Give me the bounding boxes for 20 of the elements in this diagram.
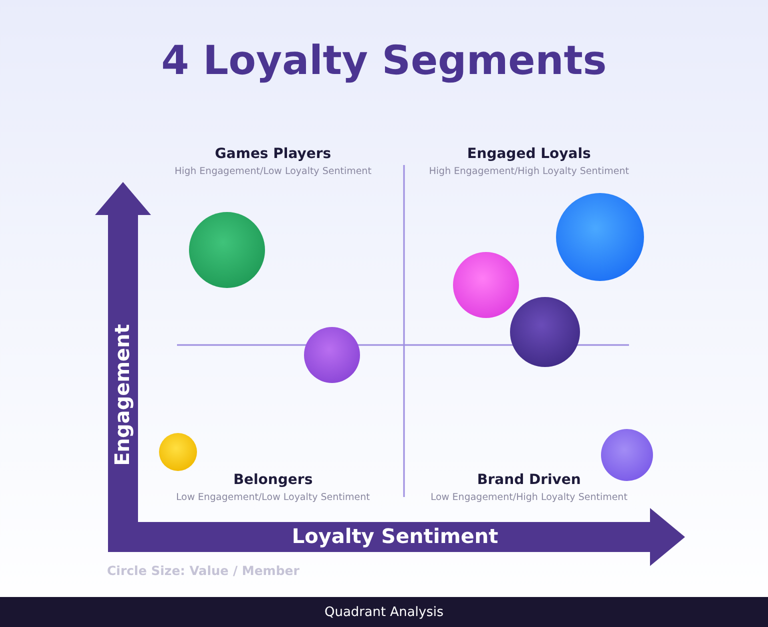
bubble [601, 429, 653, 481]
title: 4 Loyalty Segments [160, 37, 608, 86]
bubble [556, 193, 644, 281]
quadrant-title: Games Players [214, 146, 332, 163]
quadrant-subtitle: Low Engagement/Low Loyalty Sentiment [176, 492, 370, 504]
axis-label: Loyalty Sentiment [292, 524, 498, 548]
bubble [304, 327, 360, 383]
bubble [189, 212, 265, 288]
quadrant-title: Engaged Loyals [467, 146, 591, 163]
quadrant-subtitle: High Engagement/High Loyalty Sentiment [429, 166, 629, 178]
quadrant-title: Brand Driven [477, 472, 581, 489]
bubble [159, 433, 197, 471]
caption: Quadrant Analysis [324, 604, 444, 620]
quadrant-subtitle: High Engagement/Low Loyalty Sentiment [174, 166, 372, 178]
bubble [510, 297, 580, 367]
bubble [453, 252, 519, 318]
quadrant-subtitle: Low Engagement/High Loyalty Sentiment [430, 492, 628, 504]
quadrant-title: Belongers [233, 472, 313, 489]
note: Circle Size: Value / Member [107, 563, 300, 578]
axis-label: Engagement [110, 324, 134, 466]
